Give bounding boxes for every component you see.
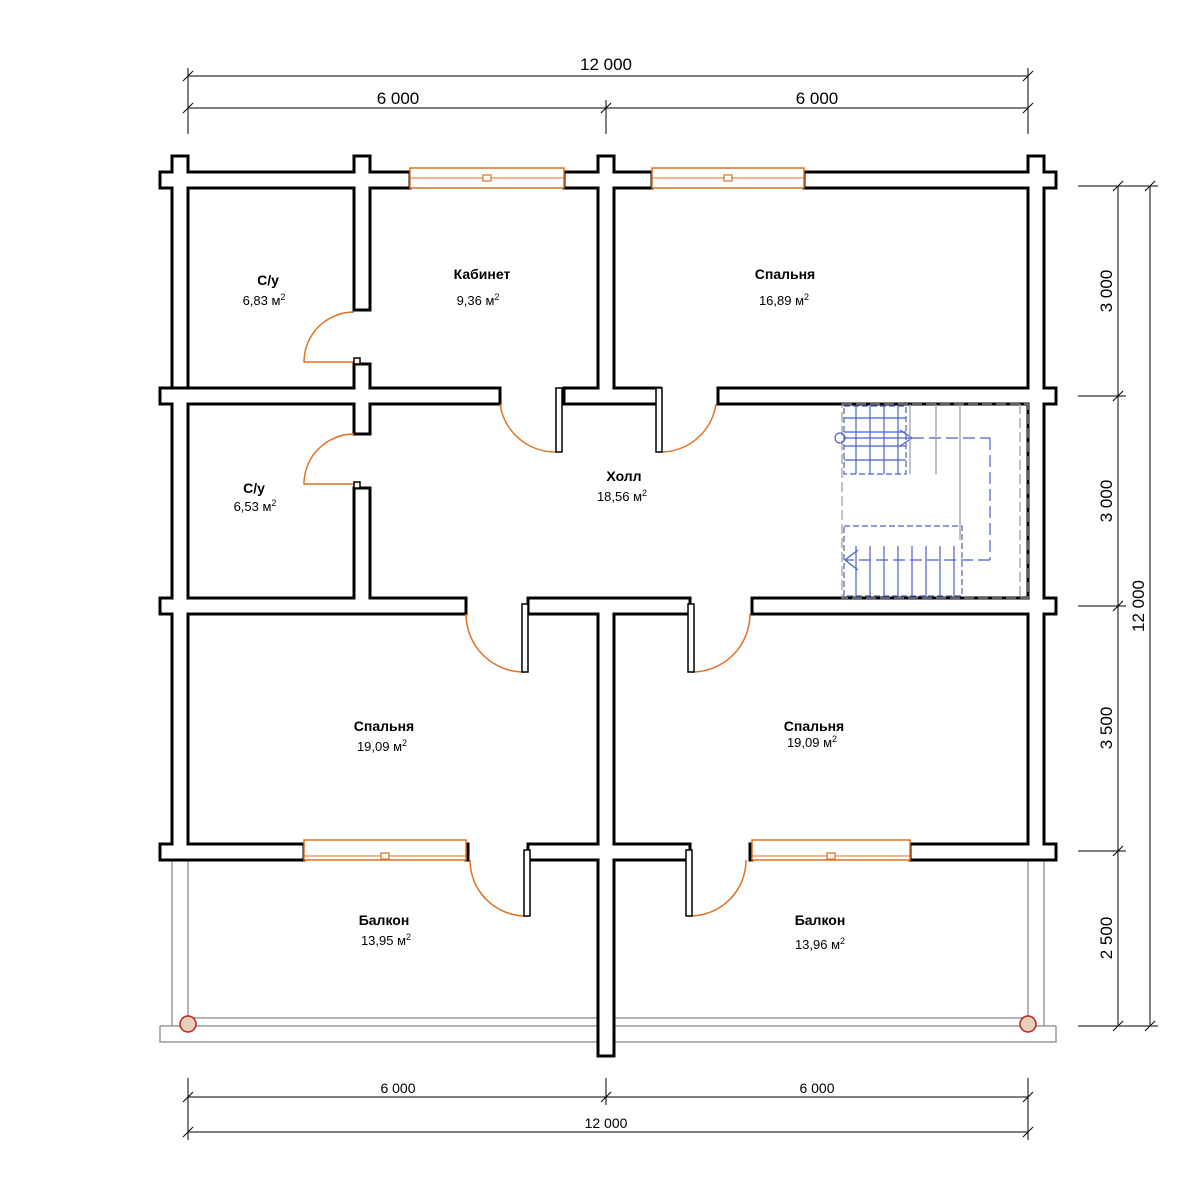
- room-area: 18,56 м: [597, 489, 642, 504]
- walls: [158, 154, 1058, 1058]
- svg-text:18,56 м2: 18,56 м2: [597, 488, 647, 504]
- svg-text:9,36 м2: 9,36 м2: [457, 292, 500, 308]
- room-name: Кабинет: [454, 266, 511, 282]
- room-hall: Холл 18,56 м2: [597, 468, 647, 504]
- dimension-lines: [182, 68, 1158, 1140]
- doors: [303, 311, 751, 917]
- room-name: Балкон: [359, 912, 410, 928]
- area-superscript: 2: [406, 932, 411, 942]
- dim-right-3: 3 500: [1097, 707, 1116, 750]
- svg-text:16,89 м2: 16,89 м2: [759, 292, 809, 308]
- post-marker-left: [179, 1015, 197, 1033]
- area-superscript: 2: [804, 292, 809, 302]
- svg-text:13,96 м2: 13,96 м2: [795, 936, 845, 952]
- svg-text:6,83 м2: 6,83 м2: [243, 292, 286, 308]
- dim-right-4: 2 500: [1097, 917, 1116, 960]
- room-area: 13,95 м: [361, 933, 406, 948]
- dim-bottom-left: 6 000: [380, 1080, 415, 1096]
- dim-top-left: 6 000: [377, 89, 420, 108]
- area-superscript: 2: [402, 738, 407, 748]
- svg-text:19,09 м2: 19,09 м2: [357, 738, 407, 754]
- room-balcony-left: Балкон 13,95 м2: [359, 912, 411, 948]
- room-name: Холл: [606, 468, 641, 484]
- room-name: Балкон: [795, 912, 846, 928]
- window-bedroom-bottom-left: [303, 839, 467, 861]
- room-name: Спальня: [354, 718, 414, 734]
- area-superscript: 2: [280, 292, 285, 302]
- dim-bottom-right: 6 000: [799, 1080, 834, 1096]
- room-area: 13,96 м: [795, 937, 840, 952]
- dim-right-total: 12 000: [1129, 580, 1148, 632]
- dim-right-2: 3 000: [1097, 480, 1116, 523]
- area-superscript: 2: [840, 936, 845, 946]
- area-superscript: 2: [494, 292, 499, 302]
- post-marker-right: [1019, 1015, 1037, 1033]
- windows: [303, 167, 911, 861]
- room-wc-2: С/у 6,53 м2: [234, 480, 277, 514]
- dim-bottom-total: 12 000: [585, 1115, 628, 1131]
- room-area: 6,53 м: [234, 499, 272, 514]
- room-bedroom-right: Спальня 19,09 м2: [784, 718, 844, 750]
- room-area: 6,83 м: [243, 293, 281, 308]
- room-study: Кабинет 9,36 м2: [454, 266, 511, 308]
- window-bedroom-bottom-right: [751, 839, 911, 861]
- room-name: Спальня: [784, 718, 844, 734]
- area-superscript: 2: [642, 488, 647, 498]
- dim-right-1: 3 000: [1097, 270, 1116, 313]
- room-name: Спальня: [755, 266, 815, 282]
- room-area: 19,09 м: [357, 739, 402, 754]
- svg-text:13,95 м2: 13,95 м2: [361, 932, 411, 948]
- room-area: 19,09 м: [787, 735, 832, 750]
- room-bedroom-top: Спальня 16,89 м2: [755, 266, 815, 308]
- svg-text:19,09 м2: 19,09 м2: [787, 734, 837, 750]
- room-name: С/у: [257, 272, 279, 288]
- room-area: 9,36 м: [457, 293, 495, 308]
- dim-top-right: 6 000: [796, 89, 839, 108]
- svg-text:6,53 м2: 6,53 м2: [234, 498, 277, 514]
- room-wc-1: С/у 6,83 м2: [243, 272, 286, 308]
- room-bedroom-left: Спальня 19,09 м2: [354, 718, 414, 754]
- dim-top-total: 12 000: [580, 55, 632, 74]
- room-area: 16,89 м: [759, 293, 804, 308]
- room-labels: С/у 6,83 м2 Кабинет 9,36 м2 Спальня 16,8…: [234, 266, 846, 952]
- area-superscript: 2: [832, 734, 837, 744]
- staircase: [834, 403, 1029, 599]
- room-balcony-right: Балкон 13,96 м2: [795, 912, 846, 952]
- dimension-labels: 12 000 6 000 6 000 3 000 3 000 3 500 2 5…: [377, 55, 1148, 1131]
- room-name: С/у: [243, 480, 265, 496]
- area-superscript: 2: [271, 498, 276, 508]
